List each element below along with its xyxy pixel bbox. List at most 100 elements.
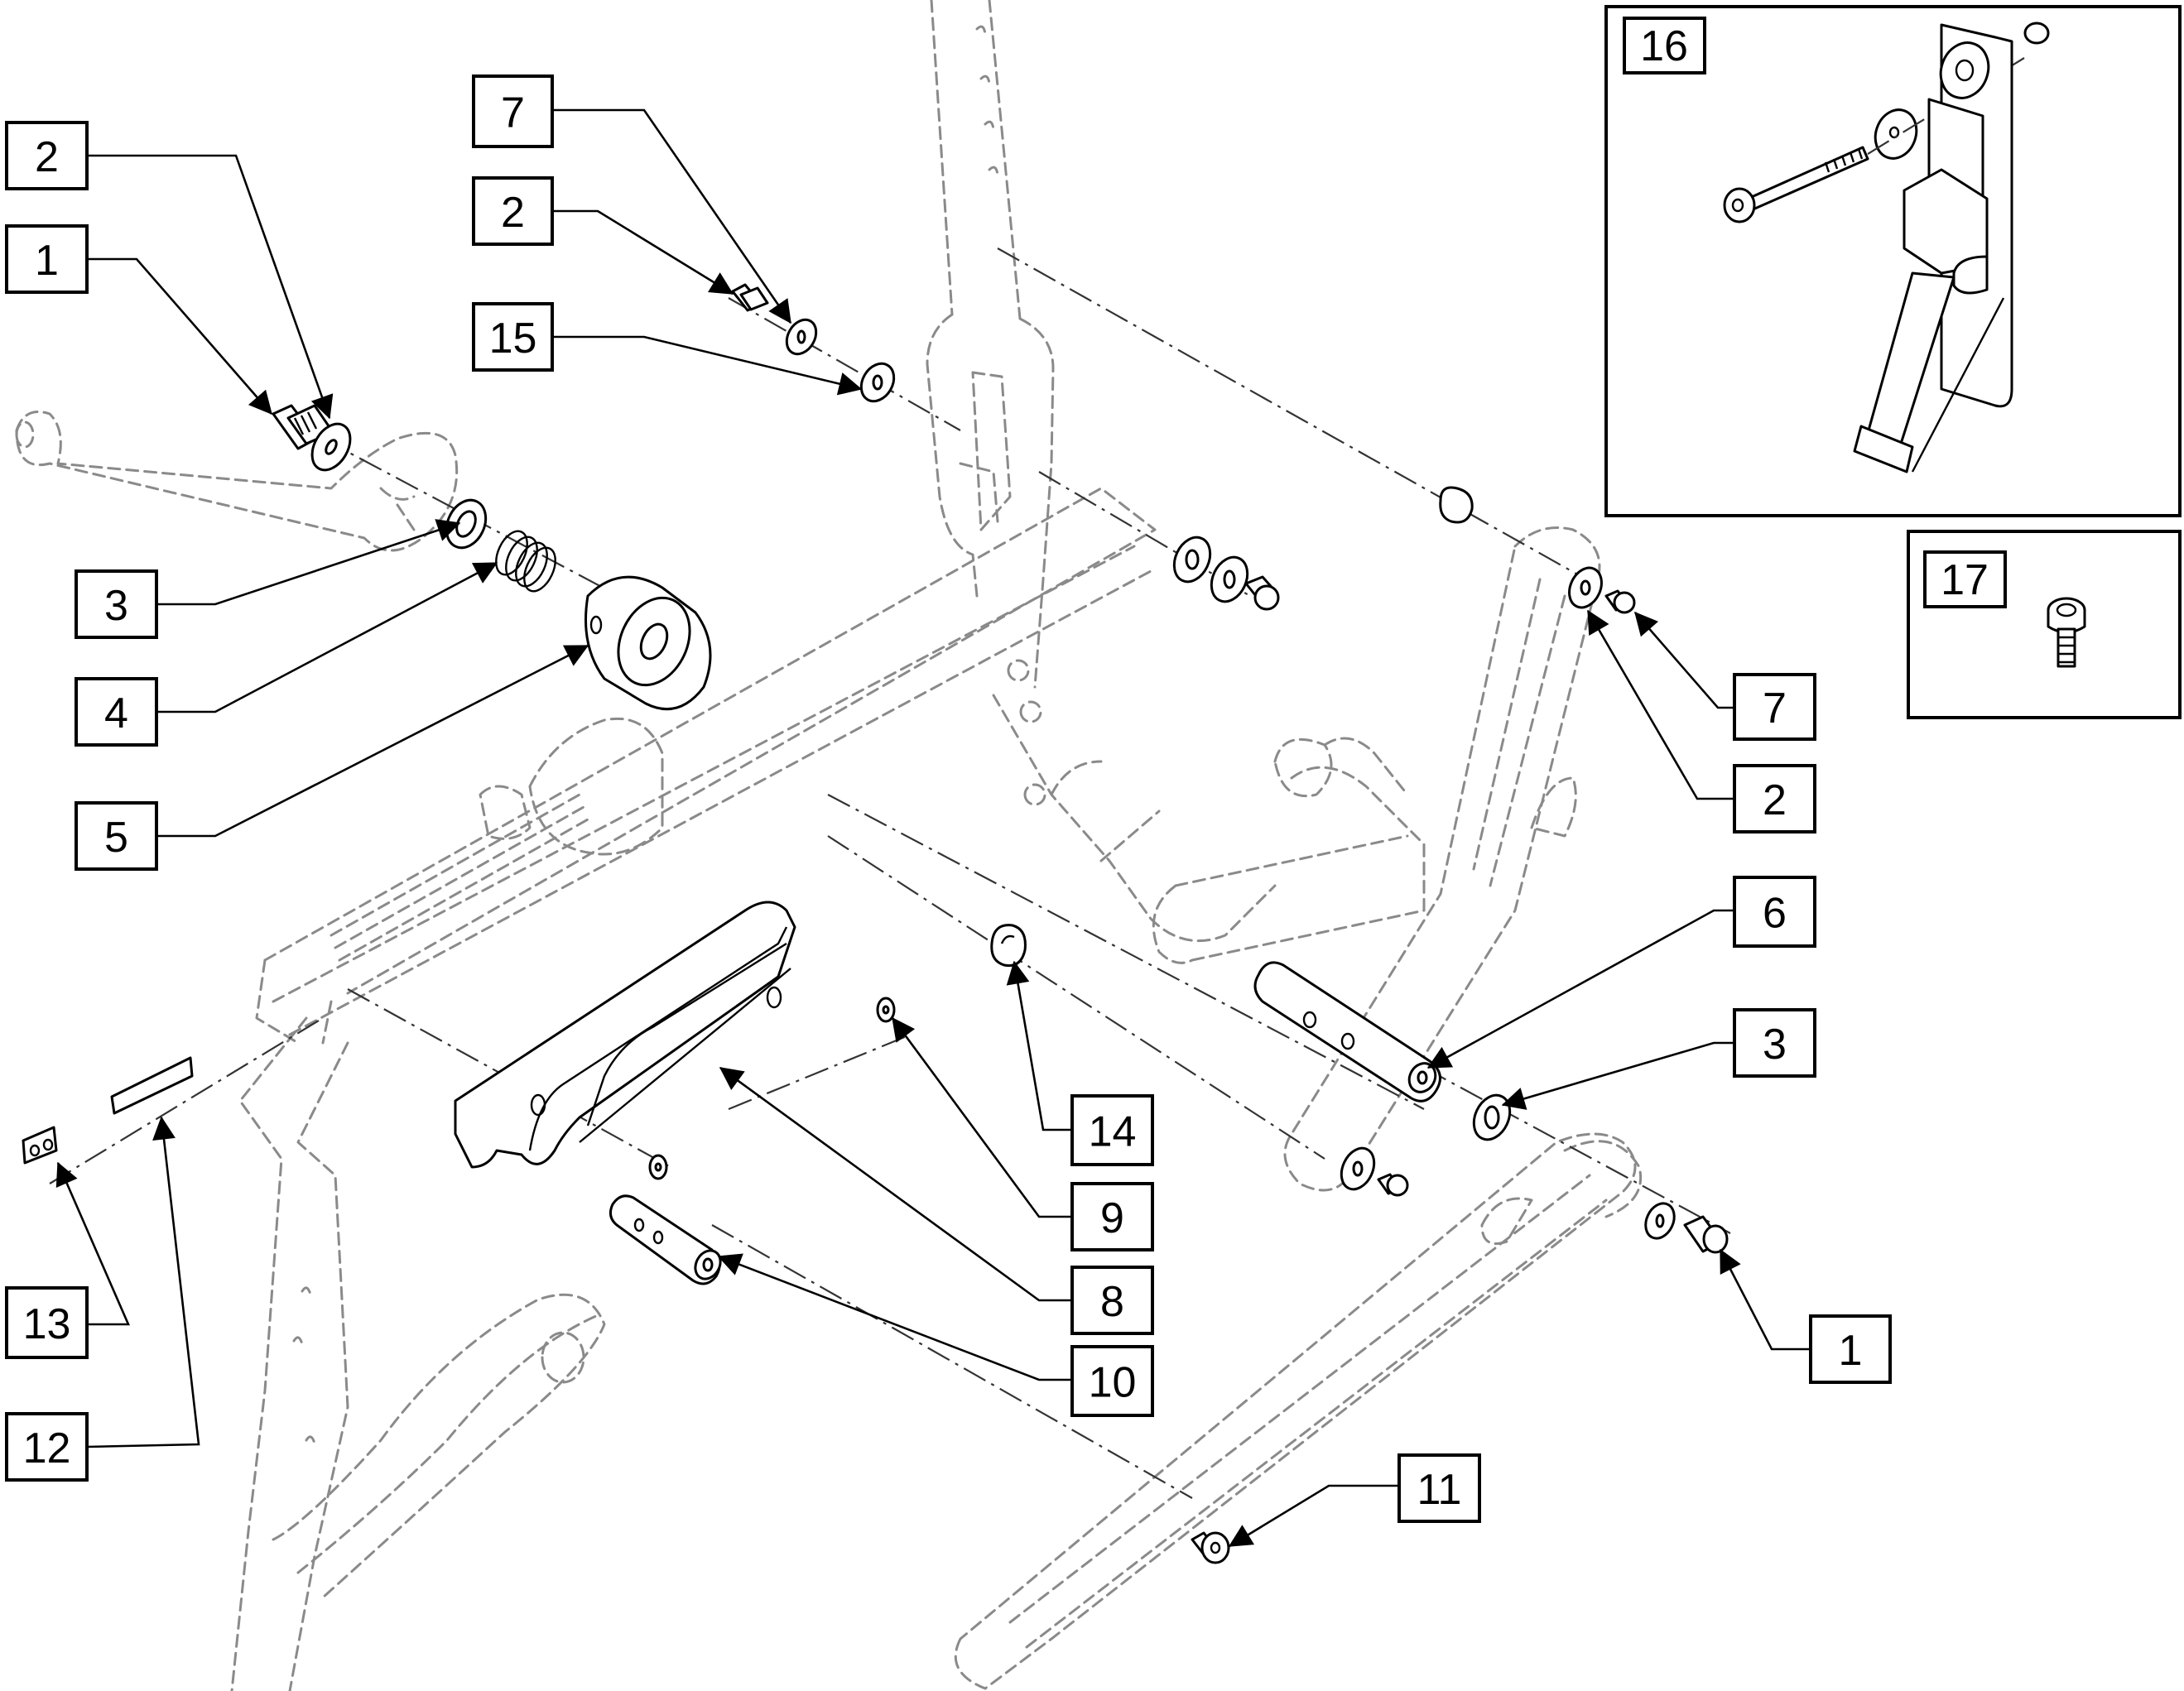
callout-box-1: [1809, 1314, 1892, 1384]
inset-17-frame: [1907, 530, 2182, 719]
callout-label-17: 17: [1941, 556, 1989, 604]
leader-line-3: [156, 519, 461, 606]
leader-line-14: [1006, 960, 1072, 1131]
callout-box-13: [5, 1286, 89, 1359]
callout-7: 7: [1634, 611, 1816, 741]
callout-box-12: [5, 1412, 89, 1482]
callout-2: 2: [472, 176, 734, 295]
axis-spacer: [711, 1224, 1193, 1499]
leader-line-15: [552, 335, 863, 396]
callout-box-1: [5, 224, 89, 294]
callout-box-3: [1733, 1008, 1816, 1078]
axis-backrest-to-rear: [997, 247, 1595, 584]
part-11-screw: [1191, 1531, 1230, 1564]
callout-12: 12: [5, 1116, 200, 1482]
ghost-front-leg-holes: [292, 1286, 316, 1445]
ghost-hinge-inner: [959, 371, 1012, 531]
callout-14: 14: [1006, 960, 1154, 1166]
leader-line-6: [1426, 909, 1734, 1069]
callout-17: 17: [1923, 550, 2007, 608]
ghost-cross-tube: [1152, 834, 1426, 964]
callout-label-15: 15: [489, 315, 537, 363]
callout-label-3: 3: [1763, 1021, 1787, 1069]
ghost-armrest-link-detail: [15, 420, 416, 531]
ghost-armrest-link: [15, 411, 459, 552]
callout-box-4: [75, 677, 158, 747]
axis-clip: [827, 835, 1325, 1160]
leader-line-13: [55, 1161, 130, 1326]
ghost-backrest-holes: [975, 25, 999, 176]
callout-box-8: [1070, 1266, 1154, 1335]
part-7-screw-right: [1604, 589, 1636, 614]
ghost-front-leg: [230, 1016, 349, 1691]
callout-box-6: [1733, 876, 1816, 948]
ghost-seat-rail-end: [255, 958, 333, 1045]
part-12-strip: [110, 1056, 194, 1115]
part-7-washer-top: [785, 318, 818, 356]
callout-9: 9: [891, 1016, 1154, 1251]
callout-box-15: [472, 302, 554, 372]
part-washer-screw-lower: [1340, 1146, 1409, 1197]
callout-label-16: 16: [1640, 22, 1688, 70]
part-10-spacer: [609, 1194, 722, 1285]
ghost-seat-rail-top: [263, 487, 1157, 995]
axis-lower-pin: [1423, 1067, 1731, 1234]
callout-label-1: 1: [1839, 1327, 1863, 1375]
inset-16-frame: [1604, 5, 2182, 517]
part-3-washer-left: [445, 498, 488, 550]
assembly-axes: [49, 247, 1731, 1499]
leader-line-1: [87, 257, 272, 416]
callout-label-9: 9: [1100, 1194, 1124, 1242]
part-8-guard: [454, 901, 796, 1169]
callout-label-4: 4: [104, 689, 128, 737]
ghost-lower-arm: [954, 1132, 1637, 1690]
leader-line-1: [1719, 1248, 1811, 1351]
callout-label-7: 7: [501, 89, 525, 137]
inset-17-screw: [2047, 597, 2086, 668]
callout-label-2: 2: [501, 189, 525, 237]
leader-line-2: [87, 154, 334, 420]
ghost-knob-left: [1273, 737, 1333, 798]
part-9-rivet: [876, 997, 896, 1023]
ghost-frame: [15, 0, 1643, 1691]
callout-4: 4: [75, 561, 498, 747]
leader-line-2: [552, 209, 734, 295]
parts: [22, 283, 1729, 1564]
callout-label-5: 5: [104, 814, 128, 862]
leader-line-3: [1501, 1041, 1734, 1110]
callout-label-7: 7: [1763, 685, 1787, 733]
callout-11: 11: [1228, 1453, 1481, 1548]
leader-line-9: [891, 1016, 1072, 1218]
ghost-seat-rail-bottom: [272, 545, 1152, 1036]
ghost-rear-upright: [1283, 526, 1601, 1192]
part-4-spring: [495, 530, 556, 593]
ghost-lower-arm-inner: [1008, 1174, 1608, 1649]
callout-label-13: 13: [23, 1300, 71, 1348]
callout-box-10: [1070, 1345, 1154, 1417]
part-6-pin: [1253, 961, 1441, 1103]
callout-6: 6: [1426, 876, 1816, 1069]
ghost-rear-upright-inner: [1472, 578, 1577, 887]
callout-label-12: 12: [23, 1424, 71, 1472]
part-1-screw-right: [1644, 1202, 1729, 1254]
leader-line-11: [1228, 1484, 1399, 1548]
callout-label-2: 2: [35, 133, 59, 181]
callout-7: 7: [472, 74, 792, 324]
part-5-roller: [584, 575, 712, 711]
callout-box-16: [1623, 17, 1706, 74]
leader-line-2: [1586, 609, 1734, 800]
part-bracket-washers: [1172, 536, 1280, 611]
callout-box-14: [1070, 1094, 1154, 1166]
callout-label-2: 2: [1763, 776, 1787, 824]
inset-16: 16: [1604, 5, 2182, 517]
part-2-washer-left: [310, 422, 352, 472]
callout-2: 2: [1586, 609, 1816, 833]
leader-line-5: [156, 644, 589, 838]
callout-box-11: [1397, 1453, 1481, 1523]
ghost-pivot-knob: [479, 785, 532, 840]
callout-box-5: [75, 801, 158, 871]
part-3-washer-right: [1472, 1093, 1512, 1141]
callout-1: 1: [1719, 1248, 1892, 1384]
ghost-hinge-bracket: [926, 313, 1055, 689]
